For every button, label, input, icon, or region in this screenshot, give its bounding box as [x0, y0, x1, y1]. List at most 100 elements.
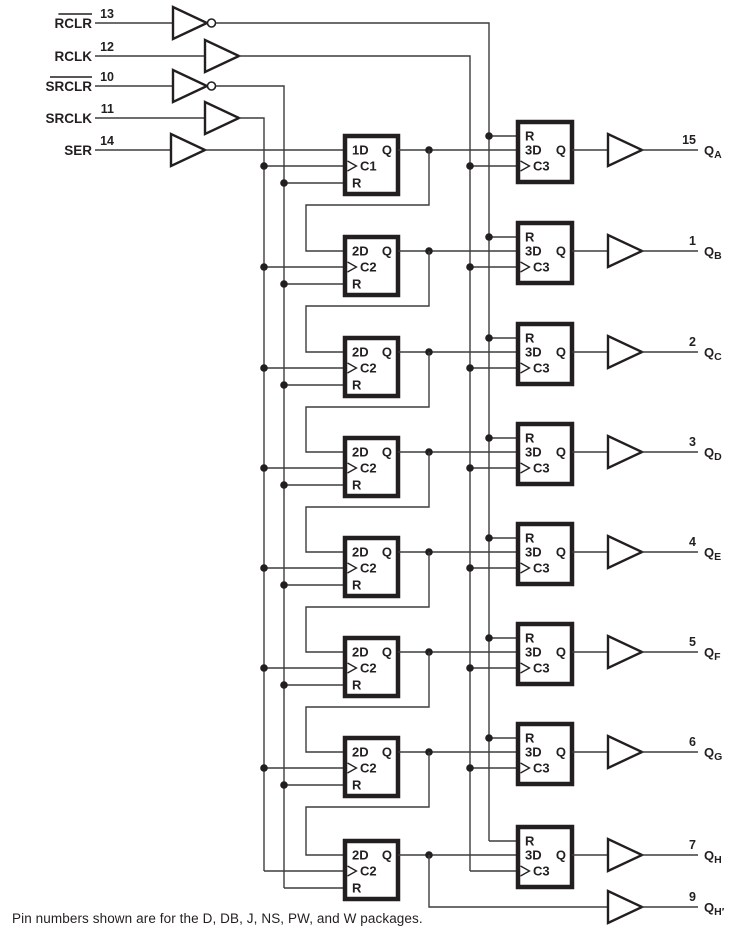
shift-reset-label: R	[352, 176, 362, 191]
storage-reset-label: R	[525, 834, 535, 849]
storage-d-label: 3D	[525, 445, 542, 460]
storage-ff-box	[515, 521, 575, 587]
junction-dot	[485, 534, 493, 542]
storage-q-label: Q	[556, 143, 566, 158]
shift-ff-8: 2D Q C2R	[342, 838, 401, 902]
storage-clock-label: C3	[533, 561, 550, 576]
junction-dot	[485, 634, 493, 642]
input-label-rclr: RCLR	[55, 16, 93, 31]
shift-q-label: Q	[382, 848, 392, 863]
input-label-srclk: SRCLK	[46, 111, 93, 126]
clock-chevron-icon	[347, 261, 358, 273]
clock-chevron-icon	[520, 865, 531, 877]
shift-d-label: 2D	[352, 745, 369, 760]
clock-chevron-icon	[347, 662, 358, 674]
output-buffer	[606, 334, 645, 370]
output-pin-3: 3	[689, 435, 696, 449]
shift-clock-label: C2	[360, 260, 377, 275]
input-label-srclr: SRCLR	[46, 79, 93, 94]
shift-d-label: 2D	[352, 345, 369, 360]
storage-d-label: 3D	[525, 345, 542, 360]
feedback-wire	[305, 150, 430, 252]
input-label-ser: SER	[64, 143, 92, 158]
clock-chevron-icon	[347, 160, 358, 172]
clock-chevron-icon	[520, 462, 531, 474]
junction-dot	[280, 381, 288, 389]
feedback-wire	[305, 752, 430, 856]
shift-q-label: Q	[382, 545, 392, 560]
output-buffer	[606, 634, 645, 670]
feedback-wire	[305, 652, 430, 753]
junction-dot	[260, 364, 268, 372]
inverter-gate	[171, 5, 210, 41]
storage-ff-box	[515, 824, 575, 890]
output-label-qe: QE	[704, 545, 721, 563]
inverter-gate	[171, 68, 210, 104]
clock-chevron-icon	[520, 762, 531, 774]
storage-clock-label: C3	[533, 661, 550, 676]
shift-ff-box	[342, 838, 401, 902]
output-label-qhp: QH′	[704, 900, 725, 918]
storage-d-label: 3D	[525, 143, 542, 158]
storage-q-label: Q	[556, 244, 566, 259]
storage-ff-box	[515, 721, 575, 787]
junction-dot	[466, 464, 474, 472]
junction-dot	[485, 132, 493, 140]
clock-chevron-icon	[520, 362, 531, 374]
junction-dot	[466, 564, 474, 572]
shift-d-label: 2D	[352, 848, 369, 863]
junction-dot	[466, 263, 474, 271]
output-pin-2: 2	[689, 335, 696, 349]
shift-ff-box	[342, 435, 401, 499]
junction-dot	[466, 162, 474, 170]
clock-chevron-icon	[347, 362, 358, 374]
junction-dot	[485, 233, 493, 241]
junction-dot	[260, 464, 268, 472]
inverter-bubble	[206, 81, 217, 91]
shift-ff-box	[342, 735, 401, 799]
shift-clock-label: C1	[360, 159, 377, 174]
buffer-gate	[203, 38, 242, 74]
shift-clock-label: C2	[360, 561, 377, 576]
caption: Pin numbers shown are for the D, DB, J, …	[12, 911, 423, 926]
shift-reset-label: R	[352, 881, 362, 896]
storage-ff-box	[515, 321, 575, 387]
output-pin-4: 4	[689, 535, 696, 549]
shift-reset-label: R	[352, 478, 362, 493]
storage-reset-label: R	[525, 631, 535, 646]
clock-chevron-icon	[347, 762, 358, 774]
output-pin-15: 15	[682, 133, 696, 147]
output-label-qh: QH	[704, 848, 722, 866]
shift-q-label: Q	[382, 244, 392, 259]
junction-dot	[260, 764, 268, 772]
storage-q-label: Q	[556, 645, 566, 660]
shift-q-label: Q	[382, 445, 392, 460]
junction-dot	[466, 764, 474, 772]
output-buffer	[606, 434, 645, 470]
storage-reset-label: R	[525, 129, 535, 144]
storage-ff-box	[515, 119, 575, 185]
storage-reset-label: R	[525, 331, 535, 346]
shift-clock-label: C2	[360, 864, 377, 879]
output-label-qd: QD	[704, 445, 722, 463]
clock-chevron-icon	[520, 261, 531, 273]
output-buffer	[606, 889, 645, 925]
input-pin-14: 14	[100, 134, 114, 148]
storage-clock-label: C3	[533, 761, 550, 776]
